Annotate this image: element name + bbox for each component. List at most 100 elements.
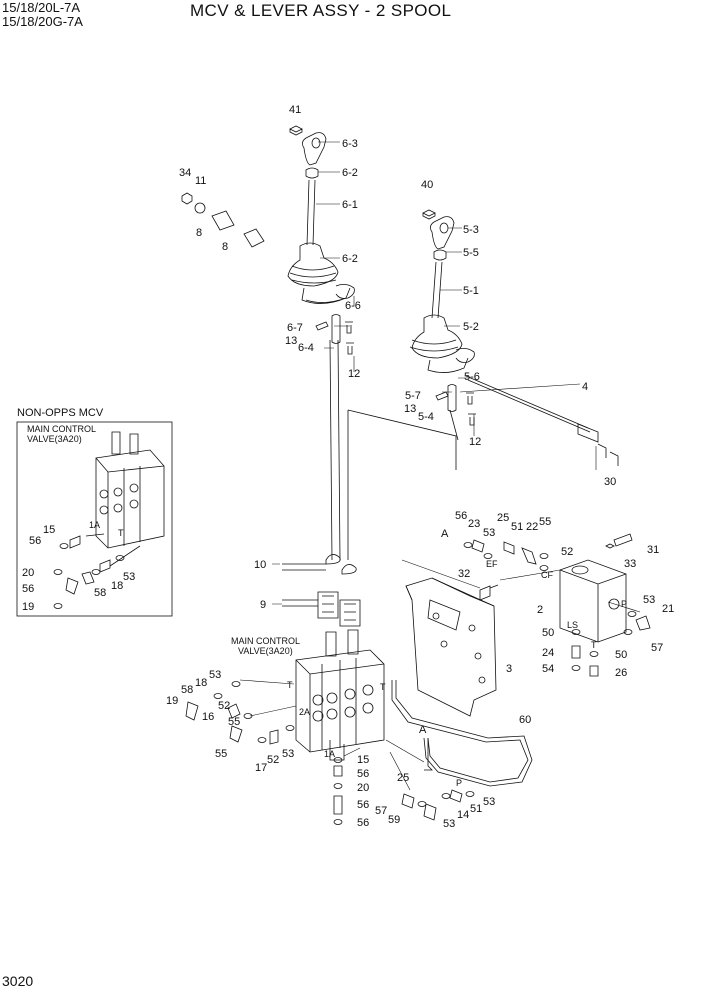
callout-6-7: 6-7 bbox=[287, 322, 303, 334]
callout-6-3: 6-3 bbox=[342, 138, 358, 150]
callout-53: 53 bbox=[209, 669, 221, 681]
mounting-bracket bbox=[405, 577, 497, 717]
port-mark-LS: LS bbox=[567, 620, 578, 630]
callout-56: 56 bbox=[455, 510, 467, 522]
lever-assembly-6 bbox=[287, 125, 355, 355]
main-valve-label-line1: MAIN CONTROL bbox=[231, 636, 301, 646]
model-code-2: 15/18/20G-7A bbox=[2, 14, 83, 29]
callout-55: 55 bbox=[539, 516, 551, 528]
main-control-valve bbox=[295, 629, 385, 761]
leader-lines bbox=[239, 141, 641, 791]
callout-57: 59 bbox=[388, 814, 400, 826]
callout-52: 52 bbox=[561, 546, 573, 558]
callout-33: 33 bbox=[624, 558, 636, 570]
inset-callout-20: 56 bbox=[22, 583, 34, 595]
control-cable bbox=[329, 339, 459, 561]
callout-18: 18 bbox=[195, 677, 207, 689]
callout-41: 41 bbox=[289, 104, 301, 116]
callout-6-4: 6-4 bbox=[298, 342, 314, 354]
callout-8: 8 bbox=[196, 227, 202, 239]
callout-34: 34 bbox=[179, 167, 191, 179]
callout-23: 23 bbox=[468, 518, 480, 530]
callout-20: 56 bbox=[357, 799, 369, 811]
callout-16: 16 bbox=[202, 711, 214, 723]
port-mark-1A: 1A bbox=[324, 749, 335, 759]
main-valve-label: MAIN CONTROL VALVE(3A20) bbox=[231, 636, 300, 656]
callout-15: 56 bbox=[357, 768, 369, 780]
callout-8: 8 bbox=[222, 241, 228, 253]
callout-24: 24 bbox=[542, 647, 554, 659]
fittings bbox=[185, 533, 651, 825]
callout-56: 20 bbox=[357, 782, 369, 794]
callout-13: 13 bbox=[404, 403, 416, 415]
callout-5-1: 5-1 bbox=[463, 285, 479, 297]
callout-labels: 41 6-3 6-2 6-1 34 11 8 8 6-2 6-6 6-7 13 … bbox=[22, 104, 674, 830]
callout-3: 3 bbox=[506, 663, 512, 675]
inset-subtitle: MAIN CONTROL VALVE(3A20) bbox=[27, 424, 96, 444]
callout-2: 2 bbox=[537, 604, 543, 616]
callout-6-2: 6-2 bbox=[342, 167, 358, 179]
callout-31: 31 bbox=[647, 544, 659, 556]
inset-callout-56: 20 bbox=[22, 567, 34, 579]
callout-12: 12 bbox=[348, 368, 360, 380]
callout-53: 53 bbox=[643, 594, 655, 606]
port-mark-P: P bbox=[456, 778, 462, 788]
callout-19: 19 bbox=[166, 695, 178, 707]
model-code-1: 15/18/20L-7A bbox=[2, 0, 81, 15]
callout-55: 17 bbox=[255, 762, 267, 774]
inset-port-T: T bbox=[118, 528, 124, 538]
valve-boots bbox=[282, 554, 361, 627]
callout-30: 30 bbox=[604, 476, 616, 488]
callout-10: 10 bbox=[254, 559, 266, 571]
port-mark-EF: EF bbox=[486, 559, 498, 569]
callout-5-5: 5-5 bbox=[463, 247, 479, 259]
inset-subtitle-line1: MAIN CONTROL bbox=[27, 424, 97, 434]
callout-A: A bbox=[419, 724, 427, 736]
callout-22: 22 bbox=[526, 521, 538, 533]
callout-40: 40 bbox=[421, 179, 433, 191]
callout-51: 51 bbox=[511, 521, 523, 533]
callout-55: 55 bbox=[228, 716, 240, 728]
callout-55: 55 bbox=[215, 748, 227, 760]
callout-6-6: 6-6 bbox=[345, 300, 361, 312]
pipe-60 bbox=[391, 680, 533, 787]
port-mark-T: T bbox=[287, 680, 293, 690]
page-number: 3020 bbox=[2, 973, 34, 989]
callout-14: 51 bbox=[470, 803, 482, 815]
callout-13: 13 bbox=[285, 335, 297, 347]
callout-51: 53 bbox=[483, 796, 495, 808]
callout-54: 54 bbox=[542, 663, 554, 675]
callout-59: 53 bbox=[443, 818, 455, 830]
callout-25: 57 bbox=[375, 805, 387, 817]
main-valve-label-line2: VALVE(3A20) bbox=[238, 646, 293, 656]
callout-12: 12 bbox=[469, 436, 481, 448]
inset-callout-18: 53 bbox=[123, 571, 135, 583]
callout-17: 52 bbox=[267, 754, 279, 766]
callout-21: 21 bbox=[662, 603, 674, 615]
callout-52: 53 bbox=[282, 748, 294, 760]
inset-subtitle-line2: VALVE(3A20) bbox=[27, 434, 82, 444]
priority-valve bbox=[559, 559, 627, 643]
callout-5-6: 5-6 bbox=[464, 371, 480, 383]
callout-5-2: 5-2 bbox=[463, 321, 479, 333]
callout-5-3: 5-3 bbox=[463, 224, 479, 236]
callout-50: 50 bbox=[615, 649, 627, 661]
port-mark-T: T bbox=[591, 640, 597, 650]
callout-6-1: 6-1 bbox=[342, 199, 358, 211]
inset-title: NON-OPPS MCV bbox=[17, 407, 104, 419]
callout-53: 53 bbox=[483, 527, 495, 539]
inset-callout-19: 58 bbox=[94, 587, 106, 599]
inset-callout-56: 19 bbox=[22, 601, 34, 613]
inset-port-1A: 1A bbox=[89, 520, 100, 530]
callout-52: 52 bbox=[218, 700, 230, 712]
callout-5-4: 5-4 bbox=[418, 411, 434, 423]
inset-callout-53: 15 bbox=[43, 524, 55, 536]
callout-57: 57 bbox=[651, 642, 663, 654]
callout-58: 58 bbox=[181, 684, 193, 696]
callout-26: 26 bbox=[615, 667, 627, 679]
port-mark-P: P bbox=[621, 599, 627, 609]
callout-56: 25 bbox=[397, 772, 409, 784]
lever-assembly-5 bbox=[409, 209, 619, 466]
